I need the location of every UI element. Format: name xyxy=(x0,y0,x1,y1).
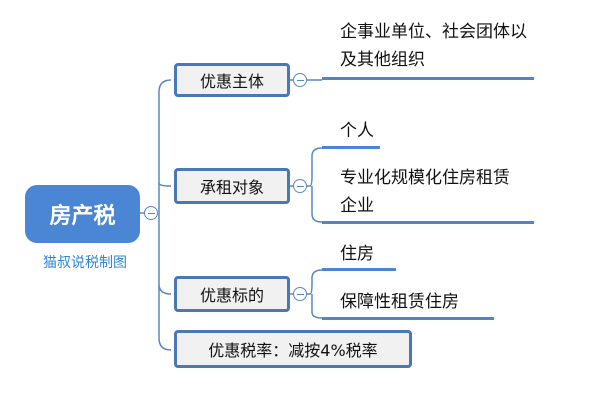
root-spine xyxy=(158,79,172,351)
leaf-underline xyxy=(322,268,396,271)
leaf-affordable-housing: 保障性租赁住房 xyxy=(340,292,459,312)
leaf-housing: 住房 xyxy=(340,244,374,264)
branch-label: 优惠税率：减按4%税率 xyxy=(208,341,378,360)
leaf-individual: 个人 xyxy=(340,121,374,141)
branch-node-subject[interactable]: 优惠主体 xyxy=(174,63,290,97)
branch-label: 优惠主体 xyxy=(199,72,264,91)
leaf-underline xyxy=(322,221,534,224)
branch-label: 承租对象 xyxy=(199,178,264,197)
branch3-collapse-icon[interactable] xyxy=(293,287,307,301)
root-node[interactable]: 房产税 xyxy=(25,185,140,243)
leaf-underline xyxy=(322,146,380,149)
root-title: 房产税 xyxy=(49,204,116,229)
root-collapse-icon[interactable] xyxy=(144,206,158,220)
branch1-collapse-icon[interactable] xyxy=(293,73,307,87)
branch-label: 优惠标的 xyxy=(199,286,264,305)
branch2-collapse-icon[interactable] xyxy=(293,179,307,193)
leaf-underline xyxy=(322,77,534,80)
leaf-organizations: 企事业单位、社会团体以及其他组织 xyxy=(340,22,527,70)
branch-node-target[interactable]: 优惠标的 xyxy=(174,276,290,312)
root-caption: 猫叔说税制图 xyxy=(43,255,127,271)
branch-node-lessee[interactable]: 承租对象 xyxy=(174,168,290,204)
branch-node-tax-rate[interactable]: 优惠税率：减按4%税率 xyxy=(174,330,412,368)
leaf-underline xyxy=(322,317,494,320)
leaf-rental-enterprise: 专业化规模化住房租赁企业 xyxy=(340,168,510,216)
